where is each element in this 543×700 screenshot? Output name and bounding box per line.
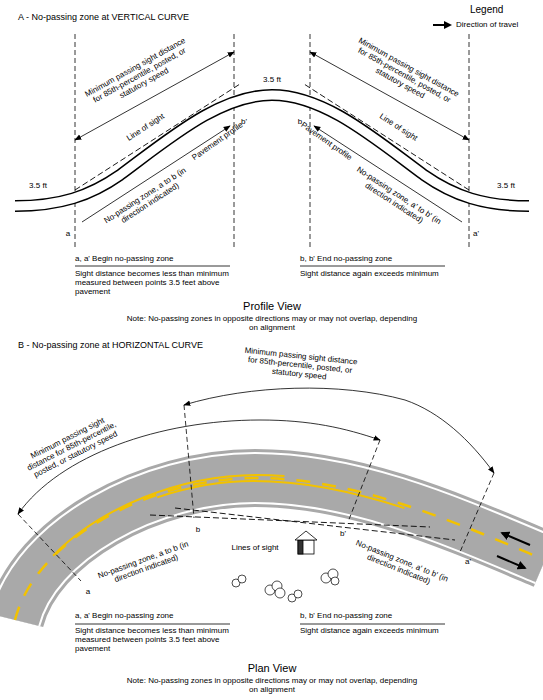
label: 3.5 ft [262,76,282,85]
roadway [14,475,543,623]
label: Sight distance again exceeds minimum [300,270,439,279]
label: Minimum passing sight distance for 85th-… [21,412,122,481]
building [295,531,317,554]
legend-arrow [432,21,452,29]
extension-line [184,405,194,518]
extension-line [234,34,235,248]
roadway [17,475,543,617]
bush [294,590,302,598]
extension-line [75,34,469,248]
label: Profile View [243,300,301,312]
note-rule [75,624,230,625]
label: a [66,230,70,239]
label: Plan View [248,662,297,674]
label: A - No-passing zone at VERTICAL CURVE [18,12,189,22]
direction-arrow [502,533,530,545]
label: a, a' Begin no-passing zone [75,255,173,264]
bush [331,577,339,585]
note-rule [300,266,445,267]
label: No-passing zone, a' to b' (in direction … [350,539,449,593]
label: Note: No-passing zones in opposite direc… [122,315,422,333]
roadway [15,478,543,620]
label: a [86,588,90,597]
pavement-profile [15,95,529,206]
zone-arrow [82,126,230,222]
label: Minimum passing sight distance for 85th-… [239,346,361,385]
label: a' [473,230,479,239]
label: 3.5 ft [29,182,47,191]
label: b, b' End no-passing zone [300,612,392,621]
label: 3.5 ft [497,182,515,191]
roadway [15,478,543,620]
note-rule [75,266,230,267]
legend-text: Direction of travel [456,20,518,29]
note-rule [300,624,445,625]
roadway [14,481,543,623]
label: b' [340,530,346,539]
pavement-profile [15,95,529,206]
extension-line [310,34,311,248]
extension-line [75,34,76,248]
extension-line [348,440,380,522]
building [295,531,317,540]
label: b [196,526,200,535]
label: b' [241,118,247,127]
label: a, a' Begin no-passing zone [75,612,173,621]
roadway [15,478,543,620]
legend-entry: Direction of travel [432,20,518,29]
legend-arrow [444,21,452,29]
extension-line [469,34,470,248]
label: Pavement profile [299,121,353,163]
label: Note: No-passing zones in opposite direc… [122,677,422,695]
label: Sight distance again exceeds minimum [300,627,439,636]
dimension-arrow [184,388,494,473]
label: Pavement profile [191,121,245,163]
line-of-sight [150,515,430,527]
bush [275,588,285,598]
pavement-profile [15,95,529,206]
label: Sight distance becomes less than minimum… [75,270,235,297]
extension-line [18,514,81,581]
label: Legend [470,4,503,15]
bush [232,569,339,602]
zone-arrow [314,126,462,222]
extension-line [460,473,494,552]
bush [238,575,246,583]
label: Sight distance becomes less than minimum… [75,627,235,654]
roadway [15,478,543,620]
line-of-sight [150,508,455,540]
dimension-arrow [18,388,494,514]
building [298,540,314,554]
label: B - No-passing zone at HORIZONTAL CURVE [18,340,203,350]
label: a' [465,558,471,567]
line-of-sight [175,508,455,540]
label: b, b' End no-passing zone [300,255,392,264]
building [298,540,303,554]
direction-arrow [497,533,530,568]
line-of-sight [75,84,469,190]
direction-arrow [497,556,525,568]
extension-line [18,405,494,581]
label: Lines of sight [230,544,279,553]
